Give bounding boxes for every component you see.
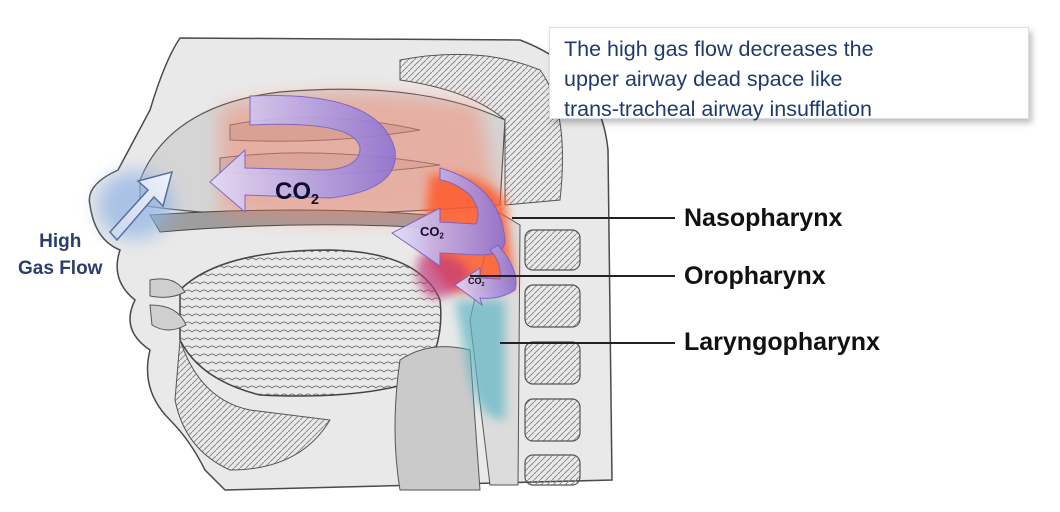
callout-line-3: trans-tracheal airway insufflation	[564, 97, 872, 121]
cervical-spine	[524, 229, 581, 486]
oropharynx-highlight	[416, 254, 470, 299]
tongue	[179, 249, 442, 397]
laryngopharynx-highlight	[455, 300, 505, 420]
oropharynx-label: Oropharynx	[684, 262, 826, 290]
co2-label-nasopharynx: CO2	[420, 224, 444, 241]
larynx	[394, 346, 481, 491]
info-callout: The high gas flow decreases the upper ai…	[549, 27, 1029, 121]
oropharynx-co2-arrow	[454, 244, 517, 307]
callout-line-2: upper airway dead space like	[564, 67, 843, 91]
high-gas-flow-arrow	[108, 170, 174, 242]
nasopharynx-label: Nasopharynx	[684, 204, 843, 232]
co2-label-nasal: CO2	[275, 178, 320, 209]
high-gas-flow-label: High Gas Flow	[18, 228, 102, 282]
nasal-co2-arrow	[209, 94, 396, 214]
callout-line-1: The high gas flow decreases the	[564, 37, 874, 61]
flow-line-2: Gas Flow	[18, 258, 103, 279]
laryngopharynx-label: Laryngopharynx	[684, 328, 880, 356]
nasopharynx-co2-arrow	[391, 167, 506, 267]
co2-label-oropharynx: CO2	[468, 276, 485, 288]
flow-line-1: High	[39, 231, 82, 252]
